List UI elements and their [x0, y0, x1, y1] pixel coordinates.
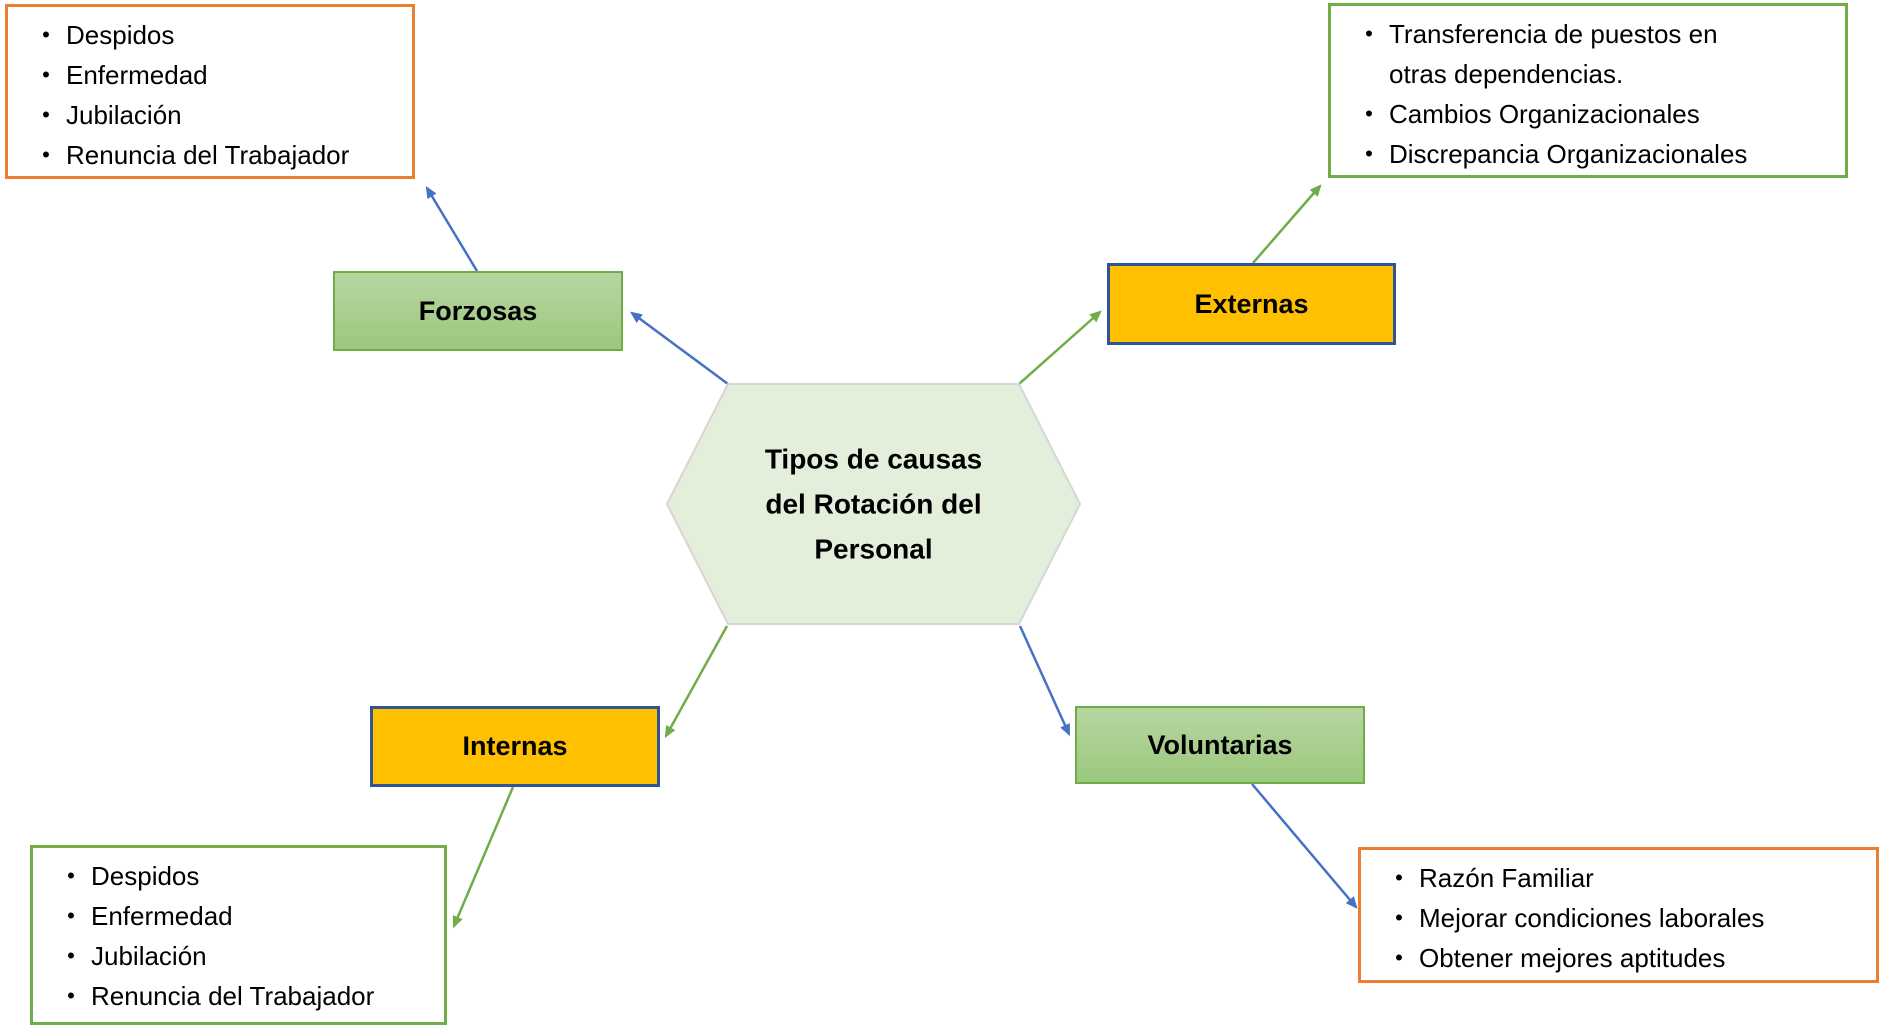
list-item: • Obtener mejores aptitudes: [1361, 938, 1868, 978]
arrow-voluntarias-to-list: [1251, 783, 1358, 909]
bullet-icon: •: [67, 863, 75, 888]
bullet-icon: •: [1395, 905, 1403, 930]
branch-box-externas: Externas: [1107, 263, 1396, 345]
arrow-center-to-externas: [1018, 310, 1102, 385]
list-item: • Renuncia del Trabajador: [8, 135, 404, 175]
list-box-internas-causes: • Despidos • Enfermedad • Jubilación • R…: [30, 845, 447, 1025]
branch-label: Forzosas: [418, 295, 538, 326]
branch-box-voluntarias: Voluntarias: [1075, 706, 1365, 784]
bullet-icon: •: [1365, 141, 1373, 166]
hexagon-shape-icon: [666, 383, 1081, 625]
center-hexagon-label: Tipos de causas del Rotación del Persona…: [764, 443, 983, 565]
branch-box-forzosas: Forzosas: [333, 271, 623, 351]
bullet-icon: •: [1365, 21, 1373, 46]
branch-box-internas: Internas: [370, 706, 660, 787]
bullet-icon: •: [42, 22, 50, 47]
list-item-text: Cambios Organizacionales: [1389, 99, 1700, 129]
list-item-text: Razón Familiar: [1419, 863, 1594, 893]
list-item: • Discrepancia Organizacionales: [1331, 134, 1837, 174]
list-item: • Enfermedad: [33, 896, 436, 936]
bullet-icon: •: [1395, 945, 1403, 970]
arrow-externas-to-list: [1252, 184, 1322, 264]
list-item: • Despidos: [8, 15, 404, 55]
arrow-forzosas-to-list: [425, 185, 479, 272]
list-item-text: Discrepancia Organizacionales: [1389, 139, 1748, 169]
list-item-text: Renuncia del Trabajador: [91, 981, 375, 1011]
list-item-text: Transferencia de puestos en otras depend…: [1389, 19, 1718, 89]
list-item-text: Jubilación: [91, 941, 207, 971]
list-item-text: Despidos: [91, 861, 200, 891]
list-item-text: Enfermedad: [66, 60, 208, 90]
list-item-text: Despidos: [66, 20, 175, 50]
arrow-center-to-voluntarias: [1018, 625, 1071, 737]
branch-label: Internas: [462, 731, 568, 761]
list-item: • Transferencia de puestos en otras depe…: [1331, 14, 1837, 94]
list-box-voluntarias-causes: • Razón Familiar • Mejorar condiciones l…: [1358, 847, 1879, 983]
list-item: • Jubilación: [33, 936, 436, 976]
list-item-text: Enfermedad: [91, 901, 233, 931]
bullet-icon: •: [42, 102, 50, 127]
list-item: • Jubilación: [8, 95, 404, 135]
branch-label: Externas: [1194, 288, 1309, 319]
list-item-text: Renuncia del Trabajador: [66, 140, 350, 170]
bullet-list: • Razón Familiar • Mejorar condiciones l…: [1361, 850, 1876, 978]
bullet-icon: •: [67, 903, 75, 928]
bullet-icon: •: [67, 943, 75, 968]
bullet-list: • Despidos • Enfermedad • Jubilación • R…: [8, 7, 412, 175]
list-box-forzosas-causes: • Despidos • Enfermedad • Jubilación • R…: [5, 4, 415, 179]
list-item: • Renuncia del Trabajador: [33, 976, 436, 1016]
list-item: • Mejorar condiciones laborales: [1361, 898, 1868, 938]
list-item-text: Jubilación: [66, 100, 182, 130]
list-item-text: Mejorar condiciones laborales: [1419, 903, 1765, 933]
branch-label: Voluntarias: [1147, 729, 1293, 760]
list-item: • Enfermedad: [8, 55, 404, 95]
list-item: • Cambios Organizacionales: [1331, 94, 1837, 134]
arrow-center-to-internas: [664, 625, 729, 739]
bullet-icon: •: [1395, 865, 1403, 890]
arrow-center-to-forzosas: [630, 311, 729, 386]
bullet-icon: •: [42, 142, 50, 167]
bullet-list: • Despidos • Enfermedad • Jubilación • R…: [33, 848, 444, 1016]
bullet-list: • Transferencia de puestos en otras depe…: [1331, 6, 1845, 174]
list-item-text: Obtener mejores aptitudes: [1419, 943, 1726, 973]
arrow-internas-to-list: [452, 786, 515, 929]
bullet-icon: •: [42, 62, 50, 87]
bullet-icon: •: [67, 983, 75, 1008]
center-hexagon: Tipos de causas del Rotación del Persona…: [666, 383, 1081, 625]
list-item: • Razón Familiar: [1361, 858, 1868, 898]
bullet-icon: •: [1365, 101, 1373, 126]
list-item: • Despidos: [33, 856, 436, 896]
list-box-externas-causes: • Transferencia de puestos en otras depe…: [1328, 3, 1848, 178]
